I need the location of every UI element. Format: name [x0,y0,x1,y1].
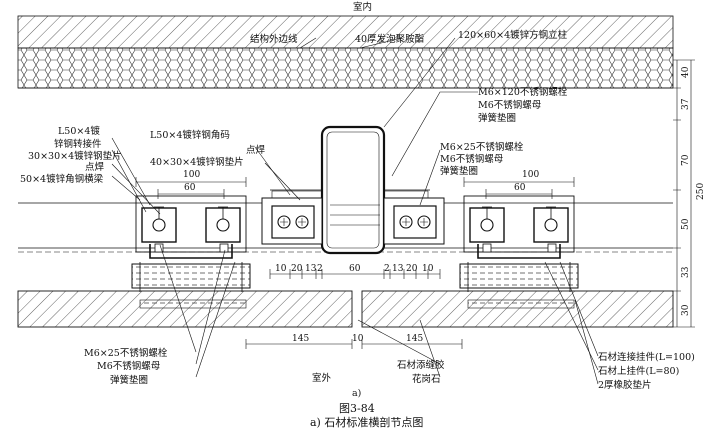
label-bolt-m6x120: M6×120不锈钢螺栓 [478,86,568,98]
dim-mid-20a: 20 [291,264,303,274]
label-gasket-40x30: 40×30×4镀锌钢垫片 [150,156,244,168]
leader-lines [111,37,599,385]
label-l50-line1: L50×4镀 [58,125,100,137]
dim-right-50: 50 [681,218,691,230]
label-rubber-pad: 2厚橡胶垫片 [598,379,652,391]
label-structure-edge: 结构外边线 [250,33,298,45]
dim-mid-13b: 13 [392,264,404,274]
bottom-dimensions [245,339,463,349]
bolt-plate-right [393,205,437,239]
dim-mid-2b: 2 [384,264,390,274]
figure-number: 图3-84 [339,402,375,415]
concrete-wall [17,15,674,49]
granite-slab-left [17,290,353,328]
label-bolt-m6x25-b: M6×25不锈钢螺栓 [84,347,168,359]
label-outdoor: 室外 [312,372,332,384]
right-hanger-assembly [459,195,579,292]
dim-bottom-145a: 145 [292,334,309,344]
label-gasket-30x30: 30×30×4镀锌钢垫片 [28,150,122,162]
annotation-texts: 室内 结构外边线 40厚发泡聚胺酯 120×60×4镀锌方钢立柱 M6×120不… [20,1,695,429]
dim-top-left-100: 100 [183,170,200,180]
dim-mid-20b: 20 [406,264,418,274]
dim-right-37: 37 [681,98,691,110]
label-l50-line2: 锌钢转接件 [54,138,102,150]
right-dimension-chain [673,59,695,328]
label-washer-c: 弹簧垫圈 [110,374,148,386]
top-dimensions [135,177,575,279]
figure-caption: a) 石材标准横剖节点图 [310,415,423,429]
foam-insulation [17,47,674,89]
dim-bottom-10: 10 [352,334,364,344]
dim-mid-10b: 10 [422,264,434,274]
dim-mid-10a: 10 [275,264,287,274]
label-angle-50x4: 50×4镀锌角钢横梁 [20,173,104,185]
dim-right-33: 33 [681,266,691,278]
dimension-texts: 100 60 100 60 10 20 13 2 60 2 13 20 10 1… [183,66,706,344]
label-foam-board: 40厚发泡聚胺酯 [355,33,425,45]
dim-right-30: 30 [681,304,691,316]
dim-right-40: 40 [681,66,691,78]
label-granite: 花岗石 [412,373,441,385]
label-nut-b: M6不锈钢螺母 [440,153,503,165]
dim-mid-60: 60 [349,264,361,274]
label-washer-b: 弹簧垫圈 [440,165,478,177]
label-spot-weld-a: 点焊 [246,144,266,156]
label-square-tube: 120×60×4镀锌方钢立柱 [458,29,568,41]
granite-slab-right [361,290,674,328]
label-washer-a: 弹簧垫圈 [478,112,516,124]
dim-top-left-60: 60 [184,183,196,193]
label-nut-a: M6不锈钢螺母 [478,99,541,111]
label-angle-clip: L50×4镀锌钢角码 [150,129,230,141]
left-hanger-assembly [131,195,251,292]
label-sub-a: a) [352,388,361,399]
steel-column [320,125,386,255]
dim-mid-2a: 2 [317,264,323,274]
dim-right-250: 250 [696,183,706,200]
dim-top-right-100: 100 [522,170,539,180]
dim-mid-13a: 13 [305,264,317,274]
label-bolt-m6x25-a: M6×25不锈钢螺栓 [440,141,524,153]
dim-right-70: 70 [681,154,691,166]
dim-top-right-60: 60 [514,183,526,193]
label-indoor: 室内 [353,1,372,13]
label-hanger-long: 石材连接挂件(L=100) [598,351,695,363]
label-hanger-upper: 石材上挂件(L=80) [598,365,679,377]
bolt-plate-left [271,205,315,239]
label-spot-weld-b: 点焊 [85,161,105,173]
dim-bottom-145b: 145 [406,334,423,344]
label-nut-c: M6不锈钢螺母 [97,360,160,372]
label-sealant: 石材添缝胶 [397,359,445,371]
